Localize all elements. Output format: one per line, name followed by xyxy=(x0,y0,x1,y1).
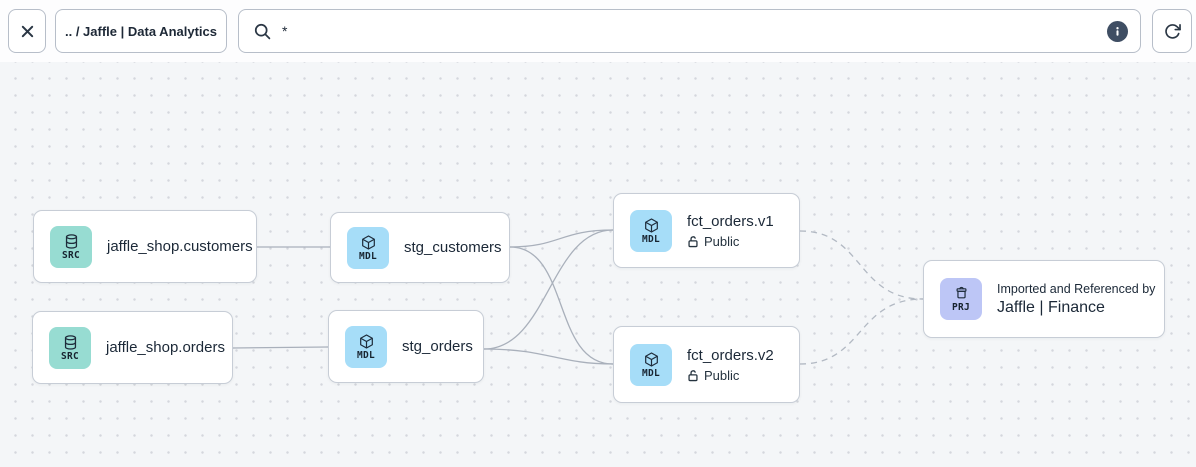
search-icon xyxy=(254,23,271,39)
access-label: Public xyxy=(704,367,740,383)
archive-box-icon xyxy=(956,287,966,299)
refresh-button[interactable] xyxy=(1152,9,1192,53)
node-jaffle-shop-customers[interactable]: SRC jaffle_shop.customers xyxy=(33,210,257,283)
edge-src-orders-stg-orders xyxy=(232,346,329,349)
node-jaffle-shop-orders[interactable]: SRC jaffle_shop.orders xyxy=(32,311,233,384)
source-badge: SRC xyxy=(49,326,91,369)
node-stg-customers[interactable]: MDL stg_customers xyxy=(330,212,510,283)
edge-fct-v1-prj xyxy=(799,230,924,300)
node-label: jaffle_shop.customers xyxy=(107,238,253,255)
access-row: Public xyxy=(687,368,774,383)
close-icon xyxy=(21,25,33,37)
toolbar: .. / Jaffle | Data Analytics xyxy=(0,0,1196,62)
edge-stg-orders-fct-v1 xyxy=(483,229,614,350)
node-label: fct_orders.v1 xyxy=(687,212,774,230)
badge-label: SRC xyxy=(60,350,80,362)
node-stg-orders[interactable]: MDL stg_orders xyxy=(328,310,484,383)
model-badge: MDL xyxy=(630,343,672,386)
search-input[interactable] xyxy=(282,23,1097,39)
access-label: Public xyxy=(704,233,740,249)
model-badge: MDL xyxy=(347,226,389,269)
badge-label: MDL xyxy=(641,367,661,379)
node-fct-orders-v1[interactable]: MDL fct_orders.v1 Public xyxy=(613,193,800,268)
model-badge: MDL xyxy=(345,325,387,368)
cube-icon xyxy=(644,352,658,367)
cube-icon xyxy=(359,334,373,349)
lineage-edges xyxy=(232,229,924,365)
breadcrumb-label: .. / Jaffle | Data Analytics xyxy=(65,23,217,39)
lineage-canvas[interactable]: SRC jaffle_shop.customers SRC jaffle_sho… xyxy=(0,62,1196,467)
project-badge: PRJ xyxy=(940,278,982,320)
badge-label: PRJ xyxy=(951,302,971,314)
node-label: Jaffle | Finance xyxy=(997,298,1105,316)
info-icon xyxy=(1116,26,1119,36)
badge-label: MDL xyxy=(356,349,376,361)
badge-label: SRC xyxy=(61,249,81,261)
project-kicker: Imported and Referenced by xyxy=(997,281,1156,296)
breadcrumb[interactable]: .. / Jaffle | Data Analytics xyxy=(55,9,227,53)
node-label: fct_orders.v2 xyxy=(687,346,774,364)
badge-label: MDL xyxy=(358,250,378,262)
edge-stg-orders-fct-v2 xyxy=(483,348,614,365)
model-badge: MDL xyxy=(630,209,672,252)
node-jaffle-finance-project[interactable]: PRJ Imported and Referenced by Jaffle | … xyxy=(923,260,1165,338)
database-icon xyxy=(65,234,77,249)
lock-open-icon xyxy=(688,369,698,381)
access-row: Public xyxy=(687,234,774,249)
badge-label: MDL xyxy=(641,233,661,245)
source-badge: SRC xyxy=(50,225,92,268)
info-button[interactable] xyxy=(1107,20,1128,42)
edge-stg-customers-fct-v1 xyxy=(509,229,614,248)
edge-stg-customers-fct-v2 xyxy=(509,246,614,365)
cube-icon xyxy=(644,218,658,233)
node-fct-orders-v2[interactable]: MDL fct_orders.v2 Public xyxy=(613,326,800,403)
close-button[interactable] xyxy=(8,9,46,53)
node-label: jaffle_shop.orders xyxy=(106,339,225,356)
database-icon xyxy=(64,335,76,350)
cube-icon xyxy=(361,235,375,250)
node-label: stg_customers xyxy=(404,239,502,256)
lock-open-icon xyxy=(688,235,698,247)
node-label: stg_orders xyxy=(402,338,473,355)
edge-fct-v2-prj xyxy=(799,298,924,365)
search-box[interactable] xyxy=(238,9,1141,53)
refresh-icon xyxy=(1164,23,1181,39)
